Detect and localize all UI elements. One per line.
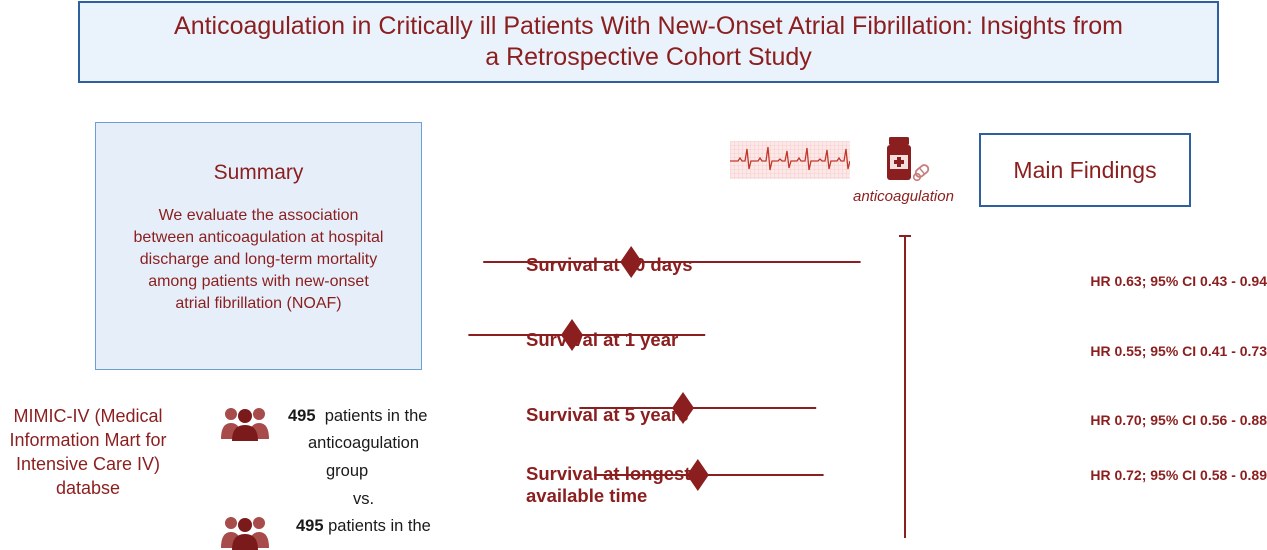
summary-text: We evaluate the association between anti… [106,205,411,315]
hr-ci-text: HR 0.63; 95% CI 0.43 - 0.94 [1090,273,1267,289]
hr-ci-text: HR 0.72; 95% CI 0.58 - 0.89 [1090,467,1267,483]
cohort-group1-line3: group [326,462,369,480]
database-line: Intensive Care IV) [15,454,161,474]
cohort-group1-line1: 495 patients in the [288,407,427,426]
hr-point [620,246,643,278]
title-banner: Anticoagulation in Critically ill Patien… [78,1,1219,83]
row-label-line: Survival at 90 days [526,254,693,275]
summary-panel: Summary We evaluate the association betw… [95,122,422,370]
summary-line: among patients with new-onset [148,273,369,290]
cohort-group1-line2: anticoagulation [308,434,420,452]
cohort-group2-line1: 495 patients in the [296,517,431,536]
medicine-bottle-icon [887,137,930,182]
main-findings-box: Main Findings [979,133,1191,207]
cohort-versus: vs. [353,490,375,508]
row-label: Survival at 1 year [526,329,678,351]
forest-plot [468,235,911,538]
group1-count: 495 [288,407,316,425]
database-line: MIMIC-IV (Medical [13,406,163,426]
title-line-1: Anticoagulation in Critically ill Patien… [174,12,1123,40]
summary-heading: Summary [213,161,304,184]
title-line-2: a Retrospective Cohort Study [485,43,812,71]
row-label: Survival at 5 years [526,404,689,426]
row-label-line: Survival at 5 years [526,404,689,425]
database-line: databse [55,478,121,498]
hr-point [672,392,694,424]
summary-line: We evaluate the association [158,207,359,224]
anticoagulation-label: anticoagulation [853,188,954,205]
hr-ci-text: HR 0.55; 95% CI 0.41 - 0.73 [1090,343,1267,359]
summary-line: atrial fibrillation (NOAF) [175,295,342,312]
people-group-icon [221,408,269,441]
row-label-line: Survival at 1 year [526,329,679,350]
row-label: Survival at 90 days [526,254,693,276]
group2-count: 495 [296,517,324,535]
summary-line: between anticoagulation at hospital [133,229,384,246]
row-label-line: Survival at longest [526,463,691,484]
summary-line: discharge and long-term mortality [139,251,378,268]
group1-text: patients in the [324,407,428,425]
row-label-line: available time [526,485,648,506]
ecg-strip-icon [730,141,850,179]
group2-text: patients in the [328,517,431,535]
hr-point [561,319,583,351]
hr-point [686,459,709,491]
hr-ci-text: HR 0.70; 95% CI 0.56 - 0.88 [1090,412,1267,428]
database-label: MIMIC-IV (Medical Information Mart for I… [0,404,176,500]
database-line: Information Mart for [9,430,167,450]
